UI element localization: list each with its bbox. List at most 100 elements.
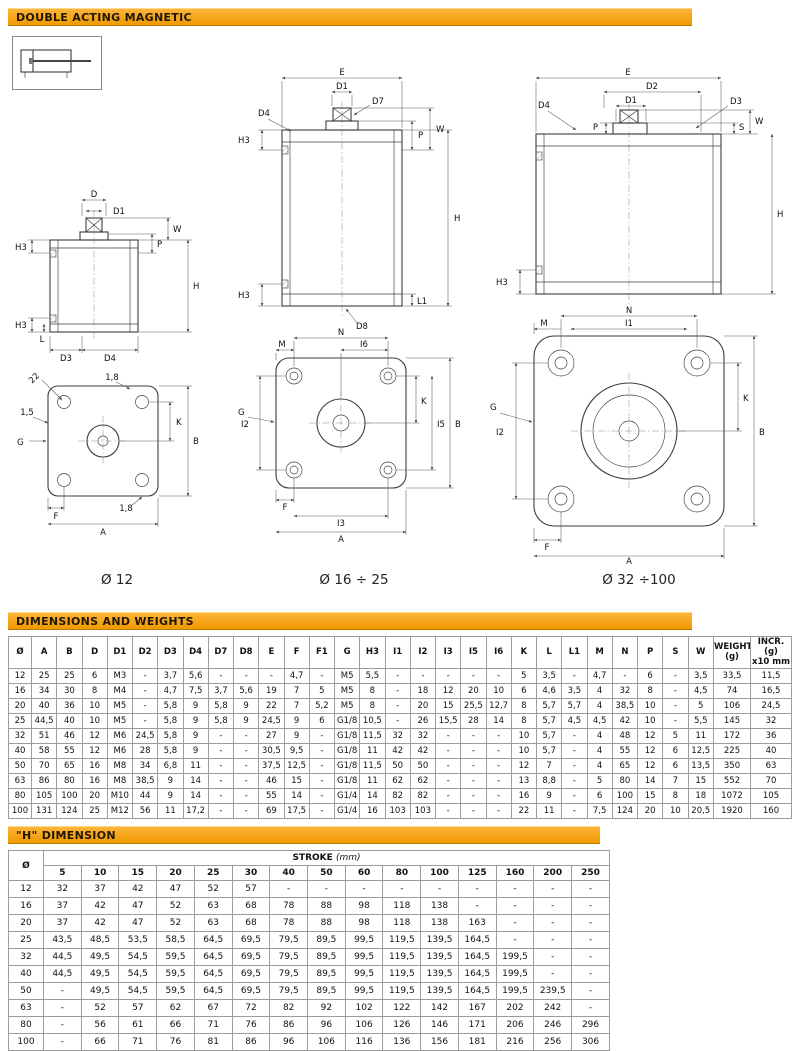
table-cell: 7 [662, 773, 689, 790]
table-cell: - [561, 788, 588, 805]
dim-label-22: 22 [27, 371, 42, 386]
dim-label-N: N [626, 306, 632, 316]
table-cell: 59,5 [156, 982, 195, 1000]
dim-label-G: G [490, 403, 497, 413]
table-cell: 8 [359, 698, 386, 715]
table-cell: 10 [510, 743, 538, 760]
header-cell: H3 [359, 635, 386, 670]
table-cell: 199,5 [495, 965, 535, 983]
table-cell: 11 [359, 773, 386, 790]
drawing-d16-25: E D1 D7 D4 P W H3 [238, 68, 461, 545]
dim-label-H: H [777, 210, 783, 220]
table-cell: 48,5 [80, 931, 120, 949]
header-cell: L [535, 635, 563, 670]
table-cell: 100 [8, 1033, 44, 1051]
table-cell: - [485, 788, 512, 805]
port-bottom [281, 279, 289, 289]
stroke-label: STROKE [292, 853, 333, 863]
table-cell: 33,5 [713, 668, 751, 685]
magnet-mark [29, 58, 33, 64]
dim-label-M: M [540, 319, 547, 329]
header-cell: L1 [561, 635, 588, 670]
dim-label-D3: D3 [730, 97, 742, 107]
dim-label-P: P [157, 240, 162, 250]
table-cell: 5,7 [535, 743, 563, 760]
table-cell: 167 [457, 999, 497, 1017]
table-cell: 4,6 [535, 683, 563, 700]
table-cell: 138 [420, 914, 459, 932]
table-cell: 4,5 [687, 683, 714, 700]
table-cell: 6 [586, 788, 613, 805]
dim-label-D1: D1 [113, 207, 125, 217]
table-cell: 32 [8, 948, 44, 966]
header-cell: 100 [420, 865, 459, 881]
table-cell: 11 [687, 728, 714, 745]
table-cell: 10 [485, 683, 512, 700]
table-cell: 24,5 [750, 698, 792, 715]
table-cell: 10 [636, 698, 664, 715]
table-cell: - [662, 698, 689, 715]
dim-label-D7: D7 [372, 97, 384, 107]
table-cell: 7 [283, 698, 310, 715]
table-cell: 9 [283, 713, 310, 730]
table-cell: - [382, 880, 422, 898]
dim-label-K: K [421, 397, 427, 407]
table-cell: 6 [662, 758, 689, 775]
dim-label-H3-bottom: H3 [238, 291, 250, 301]
table-cell: 139,5 [420, 982, 459, 1000]
dim-label-D3: D3 [60, 354, 72, 364]
table-cell: 18 [687, 788, 714, 805]
h-table-diameter-header: Ø [8, 850, 44, 881]
table-cell: - [533, 948, 573, 966]
table-cell: - [561, 668, 588, 685]
table-cell: 63 [750, 758, 792, 775]
table-cell: - [434, 758, 462, 775]
dim-label-F: F [283, 503, 288, 513]
table-cell: 12 [636, 728, 664, 745]
table-cell: 138 [420, 897, 459, 915]
table-cell: 79,5 [269, 965, 309, 983]
table-cell: - [485, 758, 512, 775]
dim-label-H3-top: H3 [238, 136, 250, 146]
table-cell: 164,5 [457, 931, 497, 949]
table-cell: 5 [687, 698, 714, 715]
dim-label-B: B [455, 420, 461, 430]
table-cell: - [457, 897, 497, 915]
table-cell: 20 [8, 914, 44, 932]
drawing-d32-100: E D2 D1 D3 D4 P S [490, 68, 783, 566]
table-cell: 10 [510, 728, 538, 745]
table-cell: 14 [636, 773, 664, 790]
table-cell: 181 [457, 1033, 497, 1051]
table-cell: 28 [131, 743, 159, 760]
table-cell: 25 [81, 803, 108, 820]
dim-label-S: S [739, 123, 744, 133]
table-cell: 63 [8, 773, 32, 790]
port-bottom [49, 314, 57, 323]
table-cell: 40 [30, 698, 58, 715]
table-cell: 11,5 [359, 758, 386, 775]
table-cell: - [434, 803, 462, 820]
table-cell: M5 [333, 698, 361, 715]
table-cell: 11,5 [359, 728, 386, 745]
table-cell: 32 [8, 728, 32, 745]
table-cell: 12 [8, 668, 32, 685]
cylinder-pictogram [20, 49, 91, 78]
table-cell: - [434, 668, 462, 685]
table-cell: M5 [333, 668, 361, 685]
table-cell: 6 [81, 668, 108, 685]
table-cell: 82 [409, 788, 437, 805]
table-cell: 68 [231, 914, 271, 932]
dim-label-H3-top: H3 [15, 243, 27, 253]
header-cell: K [510, 635, 538, 670]
header-cell: 50 [307, 865, 346, 881]
table-cell: 52 [156, 897, 195, 915]
table-cell: 37,5 [258, 758, 285, 775]
dim-label-G: G [238, 408, 245, 418]
table-cell: 100 [56, 788, 83, 805]
table-cell: 105 [750, 788, 792, 805]
port-bottom [535, 265, 543, 275]
